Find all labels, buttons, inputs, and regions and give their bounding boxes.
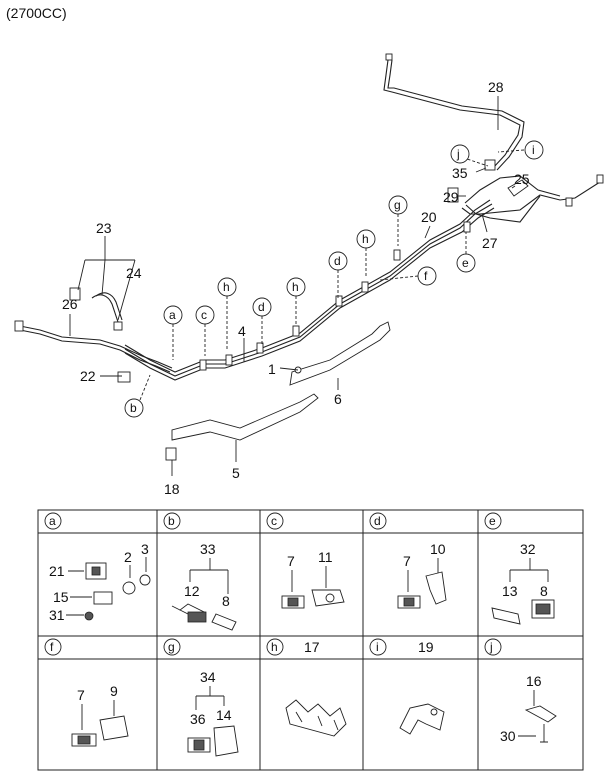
cell-g-parts: 34 36 14 xyxy=(187,669,239,757)
cell-a-part-15: 15 xyxy=(53,589,69,605)
cell-letter-e: e xyxy=(489,514,496,528)
cell-c-part-11: 11 xyxy=(318,549,333,565)
callout-e: e xyxy=(462,256,469,270)
fuel-pipe-assembly xyxy=(14,53,604,461)
callout-i: i xyxy=(532,143,535,157)
callout-h2: h xyxy=(292,280,299,294)
detail-table-grid xyxy=(37,509,584,771)
callout-circles: a c h d h d h g f e j i b xyxy=(124,140,544,418)
callout-g: g xyxy=(394,198,401,212)
cell-a-part-2: 2 xyxy=(124,549,132,565)
label-20: 20 xyxy=(421,209,437,225)
callout-j: j xyxy=(456,147,460,161)
label-24: 24 xyxy=(126,265,142,281)
main-labels: 23 24 26 22 1 4 6 5 18 20 27 28 29 35 25 xyxy=(62,79,530,497)
cell-a-part-31: 31 xyxy=(49,607,65,623)
cell-j-parts: 16 30 xyxy=(500,673,557,744)
label-18: 18 xyxy=(164,481,180,497)
cell-g-part-34: 34 xyxy=(200,669,216,685)
cell-letter-c: c xyxy=(271,514,277,528)
cell-j-part-30: 30 xyxy=(500,728,516,744)
cell-f-part-9: 9 xyxy=(110,683,118,699)
cell-a-parts: 21 2 3 15 31 xyxy=(49,541,151,623)
callout-f: f xyxy=(424,269,428,283)
label-23: 23 xyxy=(96,220,112,236)
label-1: 1 xyxy=(268,361,276,377)
label-27: 27 xyxy=(482,235,498,251)
cell-h-part-17: 17 xyxy=(304,639,320,655)
cell-b-parts: 33 12 8 xyxy=(171,541,237,631)
cell-d-part-10: 10 xyxy=(430,541,446,557)
cell-c-part-7: 7 xyxy=(287,553,295,569)
callout-h1: h xyxy=(223,280,230,294)
cell-e-parts: 32 13 8 xyxy=(491,541,555,625)
callout-d2: d xyxy=(334,254,341,268)
callout-d1: d xyxy=(258,300,265,314)
cell-letter-j: j xyxy=(489,640,493,654)
cell-letter-i: i xyxy=(376,640,379,654)
label-22: 22 xyxy=(80,368,96,384)
label-28: 28 xyxy=(488,79,504,95)
cell-letters: a b c d e f g h i j xyxy=(44,512,502,656)
cell-letter-g: g xyxy=(168,640,175,654)
callout-h3: h xyxy=(362,232,369,246)
cell-i-parts: 19 xyxy=(399,639,445,735)
label-5: 5 xyxy=(232,465,240,481)
label-29: 29 xyxy=(443,189,459,205)
label-6: 6 xyxy=(334,391,342,407)
cell-d-part-7: 7 xyxy=(403,553,411,569)
cell-letter-d: d xyxy=(374,514,381,528)
label-35: 35 xyxy=(452,165,468,181)
label-4: 4 xyxy=(238,323,246,339)
cell-e-part-8: 8 xyxy=(540,583,548,599)
cell-f-part-7: 7 xyxy=(77,687,85,703)
cell-h-parts: 17 xyxy=(285,639,347,737)
cell-e-part-13: 13 xyxy=(502,583,518,599)
callout-a: a xyxy=(169,308,176,322)
callout-c: c xyxy=(201,308,207,322)
leader-lines xyxy=(69,96,516,476)
cell-e-part-32: 32 xyxy=(520,541,536,557)
cell-letter-b: b xyxy=(168,514,175,528)
cell-f-parts: 7 9 xyxy=(71,683,129,747)
cell-c-parts: 7 11 xyxy=(281,549,345,609)
callout-b: b xyxy=(130,401,137,415)
cell-a-part-3: 3 xyxy=(141,541,149,557)
cell-j-part-16: 16 xyxy=(526,673,542,689)
cell-letter-h: h xyxy=(271,640,278,654)
cell-i-part-19: 19 xyxy=(418,639,434,655)
label-26: 26 xyxy=(62,296,78,312)
cell-g-part-14: 14 xyxy=(216,707,232,723)
cell-d-parts: 7 10 xyxy=(397,541,447,609)
cell-b-part-12: 12 xyxy=(184,583,200,599)
cell-a-part-21: 21 xyxy=(49,563,65,579)
cell-b-part-33: 33 xyxy=(200,541,216,557)
cell-letter-f: f xyxy=(50,640,54,654)
label-25: 25 xyxy=(514,171,530,187)
cell-g-part-36: 36 xyxy=(190,711,206,727)
engine-note: (2700CC) xyxy=(6,5,67,21)
cell-b-part-8: 8 xyxy=(222,593,230,609)
cell-letter-a: a xyxy=(49,514,56,528)
